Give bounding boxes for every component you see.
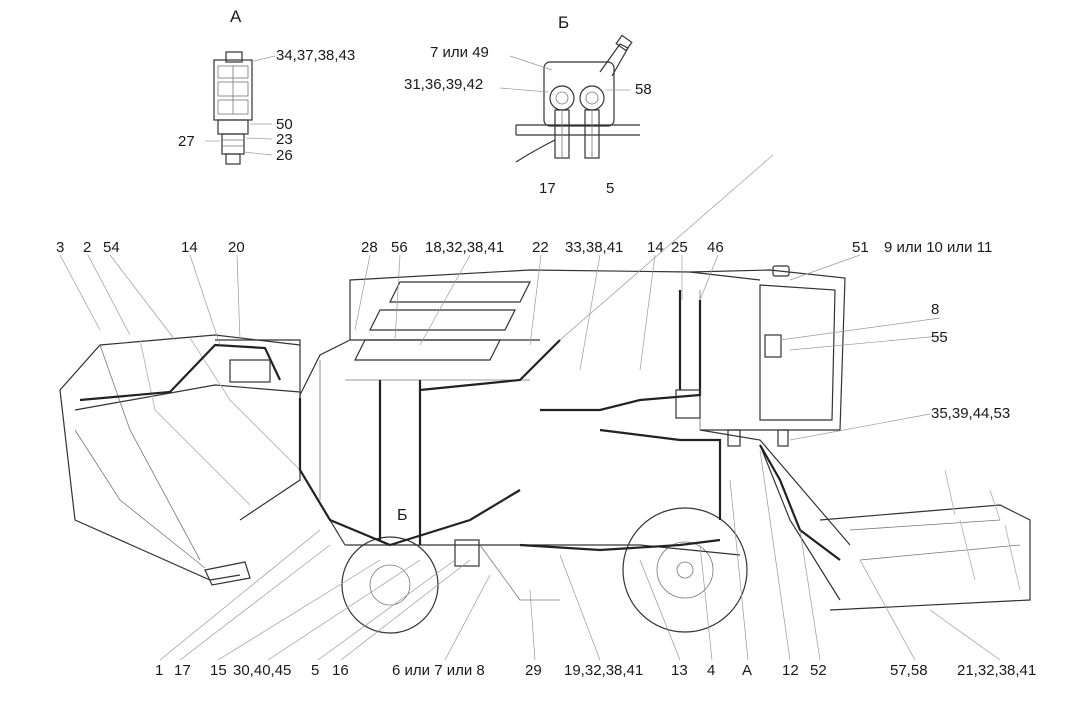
detail-a-label: 34,37,38,43 [276,47,356,64]
callout-label: 52 [810,662,827,679]
callout-label: 29 [525,662,542,679]
callout-label: 21,32,38,41 [957,662,1037,679]
callout-label: 12 [782,662,799,679]
callout-label: 14 [181,239,198,256]
combine-harvester [59,154,1031,661]
section-marker-b: Б [397,507,408,524]
detail-a-label: 50 [276,116,293,133]
detail-a-connector [205,51,276,165]
callout-label: 17 [174,662,191,679]
callout-label: 22 [532,239,549,256]
detail-a-label: 26 [276,147,293,164]
detail-a-title: А [230,7,242,26]
callout-label: 18,32,38,41 [425,239,505,256]
callout-label: 57,58 [890,662,928,679]
callout-label: 5 [311,662,320,679]
callout-label: 33,38,41 [565,239,624,256]
detail-b-label: 5 [606,180,615,197]
callout-label: 54 [103,239,120,256]
callout-label: 6 или 7 или 8 [392,662,485,679]
callout-label: 56 [391,239,408,256]
callout-label: 35,39,44,53 [931,405,1011,422]
detail-b-bracket [499,34,640,163]
callout-label: 8 [931,301,940,318]
callout-label: 3 [56,239,65,256]
callout-label: 30,40,45 [233,662,292,679]
callout-label: 19,32,38,41 [564,662,644,679]
callout-label: 2 [83,239,92,256]
detail-b-title: Б [558,13,570,32]
detail-b-label: 58 [635,81,652,98]
callout-label: 15 [210,662,227,679]
callout-label: 16 [332,662,349,679]
callout-label: А [742,662,753,679]
detail-a-label: 23 [276,131,293,148]
callout-label: 46 [707,239,724,256]
callout-label: 13 [671,662,688,679]
callout-label: 1 [155,662,164,679]
callout-label: 4 [707,662,716,679]
callout-label: 55 [931,329,948,346]
detail-b-label: 17 [539,180,556,197]
callout-label: 28 [361,239,378,256]
detail-b-label: 31,36,39,42 [404,76,484,93]
detail-a-label: 27 [178,133,195,150]
callout-label: 20 [228,239,245,256]
detail-b-label: 7 или 49 [430,44,489,61]
callout-label: 9 или 10 или 11 [884,239,993,256]
callout-label: 25 [671,239,688,256]
callout-label: 14 [647,239,664,256]
callout-label: 51 [852,239,869,256]
